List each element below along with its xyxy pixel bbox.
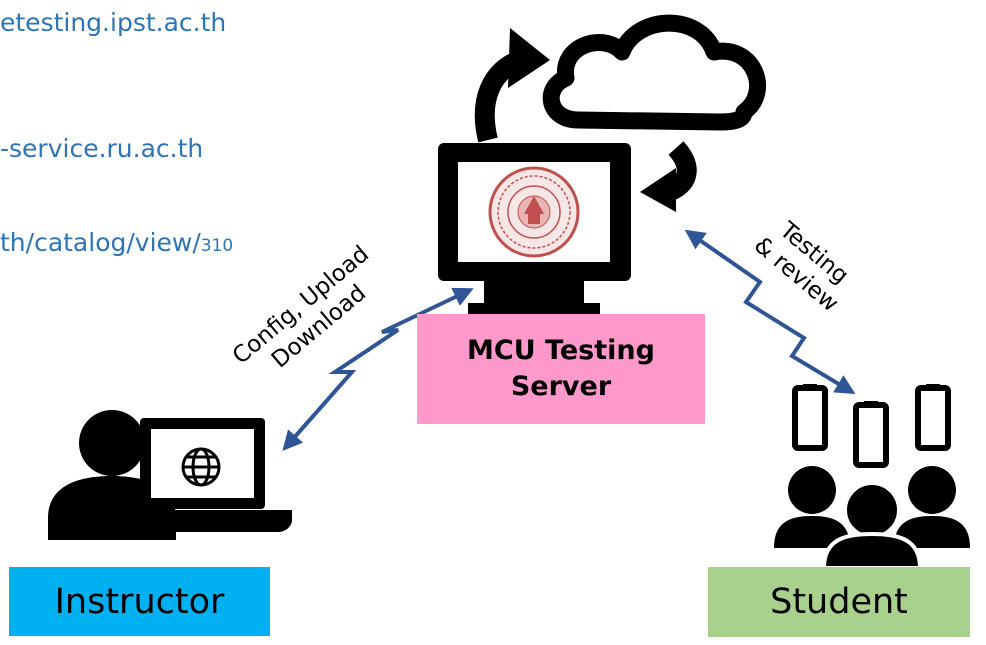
url-etesting[interactable]: etesting.ipst.ac.th (0, 8, 226, 37)
student-label-box: Student (708, 567, 970, 637)
url-catalog[interactable]: th/catalog/view/310 (0, 228, 233, 257)
group-icon (774, 466, 970, 570)
arrow-instructor-server (282, 287, 474, 452)
url-service-text: -service.ru.ac.th (0, 134, 204, 163)
monitor-icon (438, 143, 631, 315)
url-catalog-text: th/catalog/view/ (0, 228, 201, 257)
smartphone-icon (792, 385, 951, 468)
arrow-server-student (684, 229, 856, 395)
server-label-line2: Server (510, 371, 612, 402)
url-catalog-number: 310 (200, 236, 234, 256)
instructor-label: Instructor (54, 581, 225, 622)
globe-icon (181, 447, 221, 487)
server-label-box: MCU Testing Server (417, 314, 705, 424)
sync-arrows-icon (474, 28, 697, 212)
university-seal-icon (488, 166, 580, 258)
student-label: Student (770, 582, 908, 622)
cloud-icon (542, 14, 767, 131)
instructor-label-box: Instructor (9, 567, 270, 636)
server-label-line1: MCU Testing (467, 335, 655, 366)
url-etesting-text: etesting.ipst.ac.th (0, 8, 227, 37)
person-with-laptop-icon (48, 410, 292, 540)
url-service[interactable]: -service.ru.ac.th (0, 134, 203, 163)
